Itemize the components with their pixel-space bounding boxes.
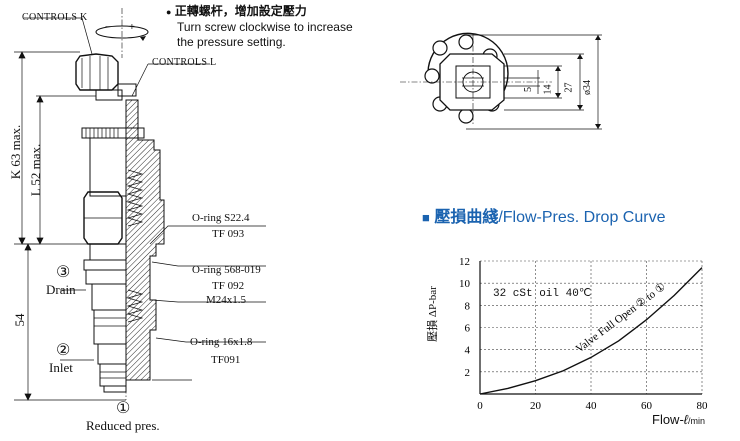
end-dim-34: ø34	[582, 80, 593, 95]
x-tick-label: 60	[641, 400, 653, 412]
dim-k-label: K 63 max.	[8, 124, 23, 180]
rot-minus-sign: −	[105, 22, 111, 33]
xlabel-sub: min	[690, 416, 706, 426]
chart-title-en: /Flow-Pres. Drop Curve	[498, 209, 666, 226]
xlabel-main: Flow-	[652, 412, 684, 427]
end-dim-14: 14	[542, 84, 554, 95]
label-controls-l: CONTROLS L	[152, 57, 217, 68]
turn-note: ● 正轉螺杆，增加設定壓力 Turn screw clockwise to in…	[166, 4, 353, 50]
port3-num: ③	[56, 264, 71, 281]
hex-body	[83, 191, 123, 245]
turn-note-en-1: Turn screw clockwise to increase	[177, 20, 353, 34]
chart-title-zh: 壓損曲綫	[434, 209, 499, 226]
dim-l-label: L 52 max.	[28, 143, 43, 197]
oring1-line2: TF 093	[212, 228, 245, 240]
y-tick-label: 4	[465, 345, 471, 357]
adjust-knob	[75, 53, 137, 101]
x-tick-label: 20	[530, 400, 542, 412]
port1-label: Reduced pres.	[86, 418, 160, 433]
y-tick-label: 10	[459, 278, 471, 290]
port2-num: ②	[56, 342, 71, 359]
x-tick-label: 0	[477, 400, 483, 412]
thread-label: M24x1.5	[206, 294, 247, 306]
y-tick-label: 12	[459, 256, 470, 268]
x-tick-label: 80	[697, 400, 709, 412]
spring	[126, 169, 144, 323]
rot-plus-sign: +	[129, 22, 135, 33]
end-dim-5: 5	[523, 87, 534, 92]
leader-lines	[24, 17, 266, 381]
y-tick-label: 2	[465, 367, 471, 379]
title-marker-icon: ■	[422, 210, 430, 225]
oring2-line1: O-ring 568-019	[192, 264, 261, 276]
oring3-line1: O-ring 16x1.8	[190, 336, 253, 348]
dimension-lines	[14, 51, 126, 401]
x-tick-label: 40	[586, 400, 598, 412]
chart-title: ■ 壓損曲綫/Flow-Pres. Drop Curve	[422, 203, 665, 227]
chart-annotation-oil: 32 cSt oil 40℃	[493, 288, 592, 300]
oring3-line2: TF091	[211, 354, 241, 366]
end-view	[400, 32, 602, 130]
end-dim-27: 27	[563, 82, 575, 93]
dim-54-label: 54	[12, 313, 27, 327]
series-line	[479, 267, 703, 395]
label-controls-k: CONTROLS K	[22, 12, 88, 23]
port1-num: ①	[116, 400, 131, 417]
oring1-line1: O-ring S22.4	[192, 212, 250, 224]
bullet-icon: ●	[166, 7, 172, 17]
chart-axes	[479, 260, 703, 395]
chart-xlabel: Flow-ℓ/min	[652, 412, 706, 427]
chart-ylabel: 壓損 ΔP-bar	[427, 286, 439, 342]
port3-label: Drain	[46, 282, 76, 297]
port2-label: Inlet	[49, 360, 73, 375]
turn-note-zh: 正轉螺杆，增加設定壓力	[174, 4, 307, 18]
turn-note-en-2: the pressure setting.	[177, 35, 286, 49]
xlabel-unit: ℓ	[683, 412, 688, 427]
y-tick-label: 8	[465, 300, 471, 312]
valve-cross-section	[75, 8, 165, 400]
oring2-line2: TF 092	[212, 280, 245, 292]
rotation-arrow-icon	[95, 8, 149, 58]
y-tick-label: 6	[465, 323, 471, 335]
